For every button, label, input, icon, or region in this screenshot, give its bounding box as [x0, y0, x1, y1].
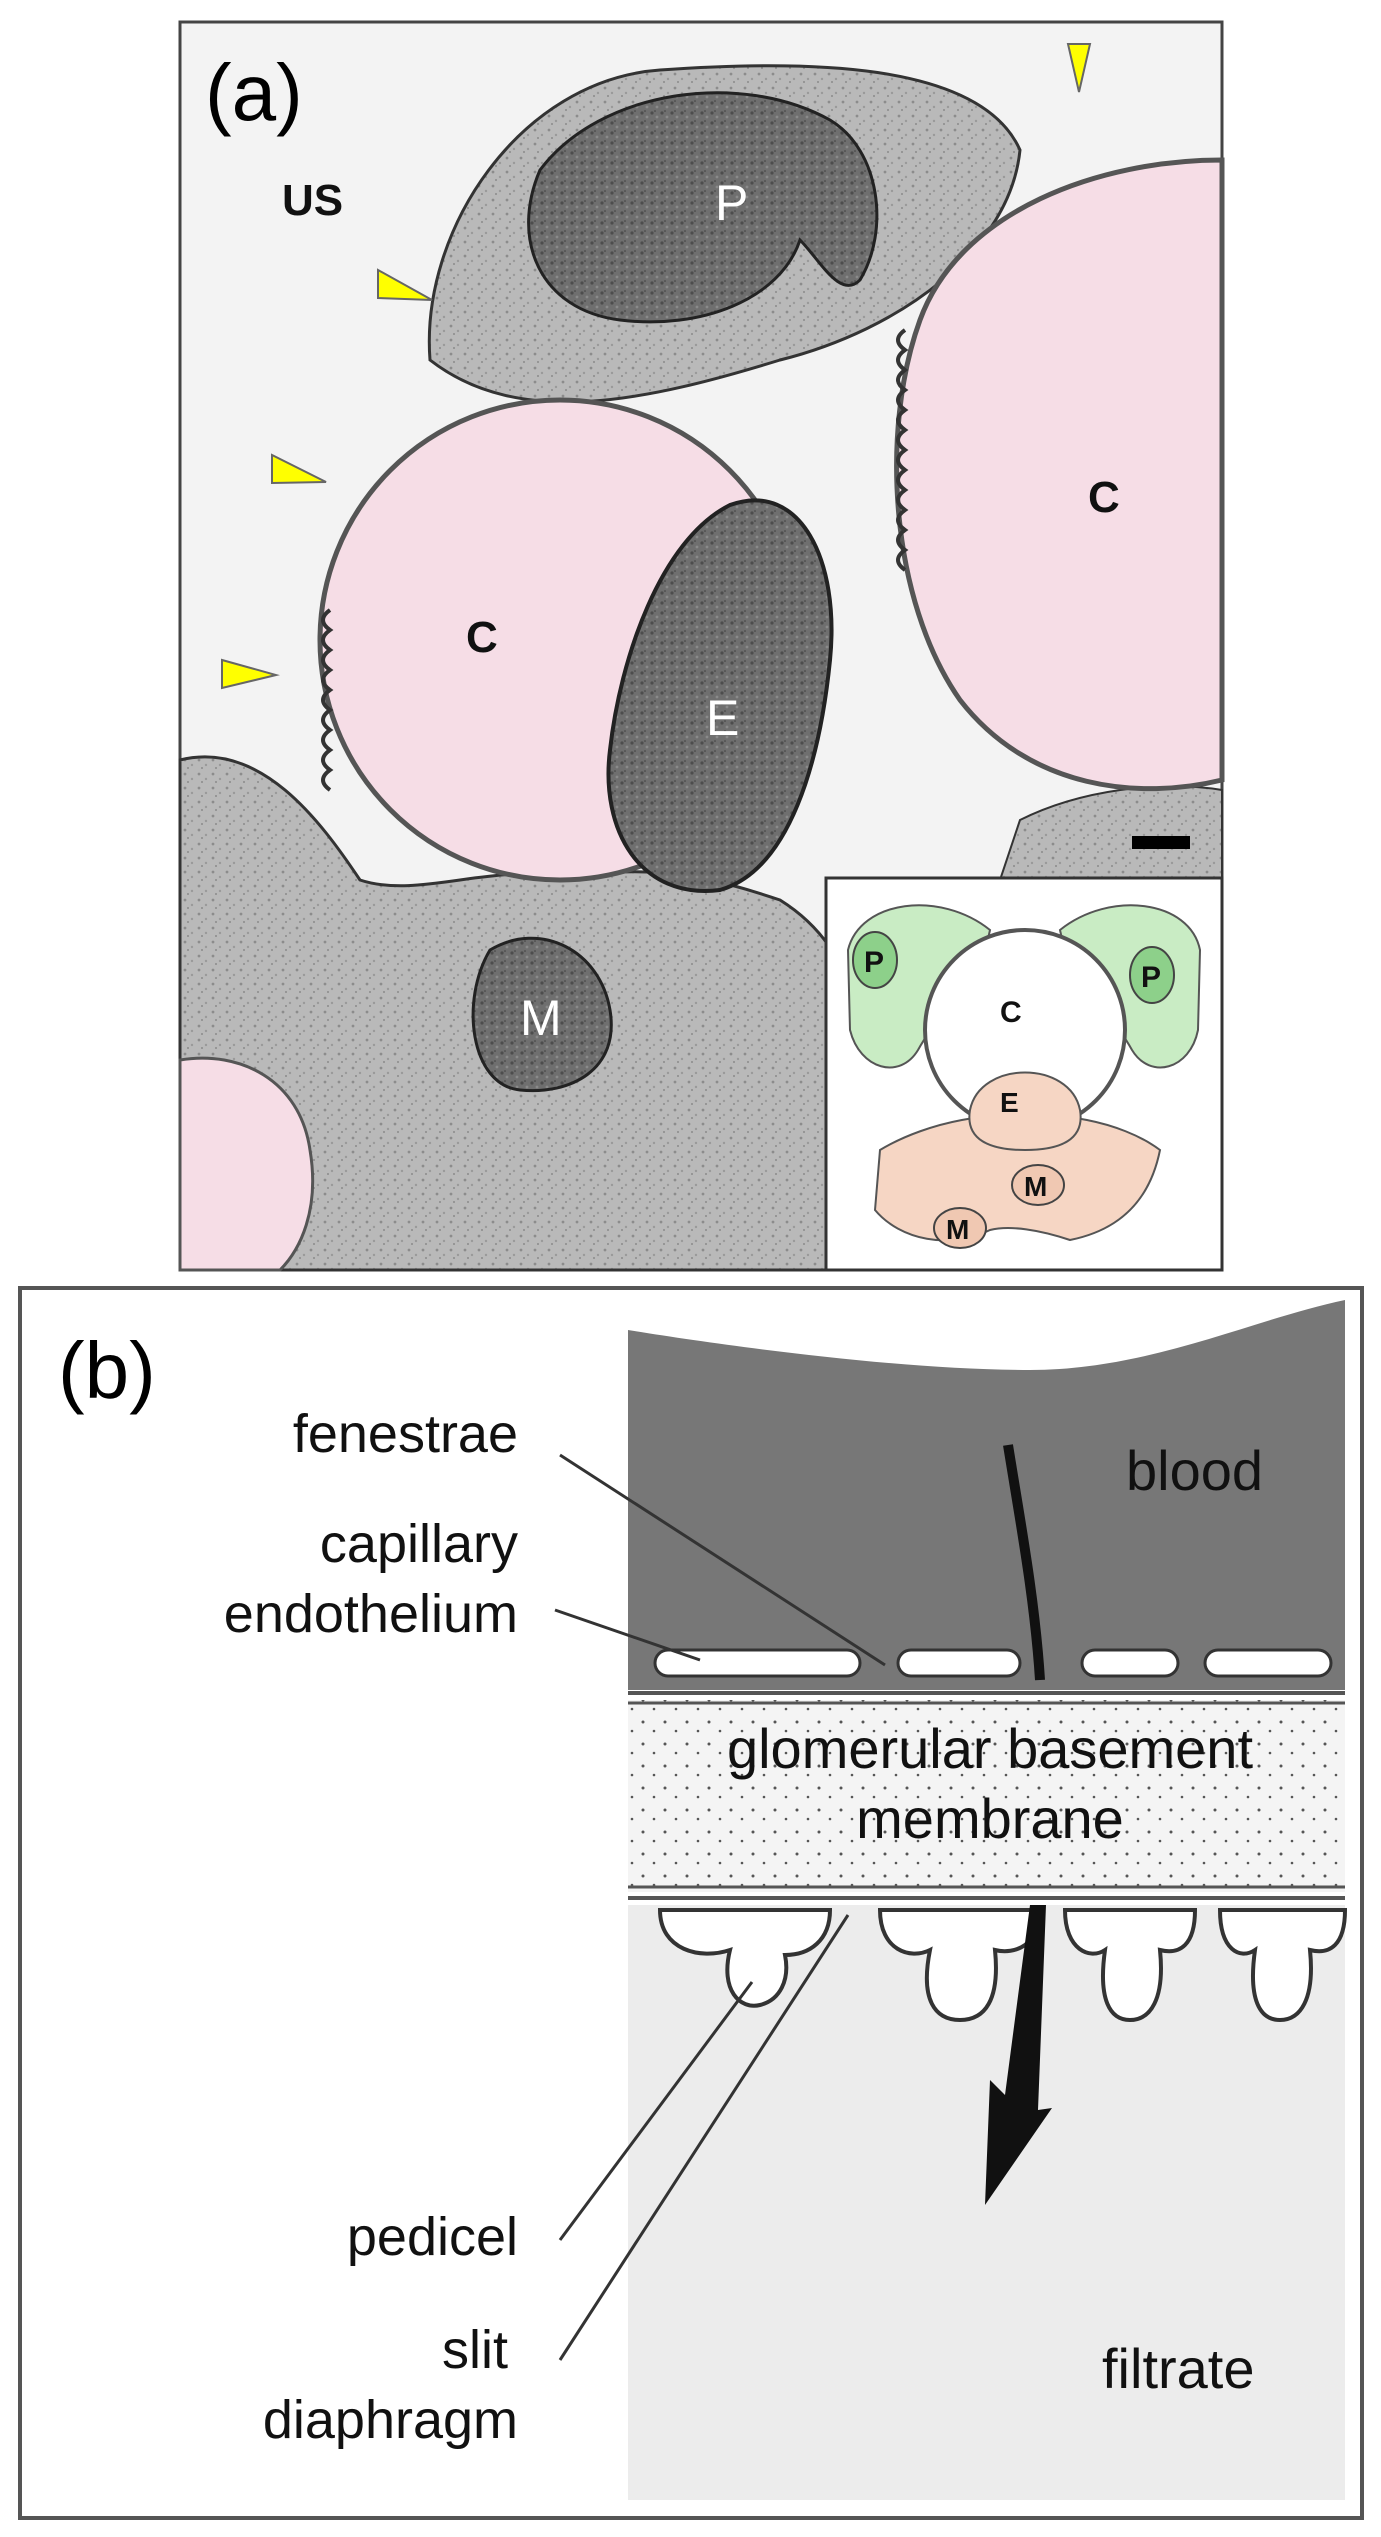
pedicel-4: [1217, 1908, 1348, 2023]
label-pedicel: pedicel: [347, 2207, 518, 2267]
fenestra-4: [1203, 1648, 1333, 1678]
arrowhead-4: [221, 658, 280, 690]
panel-b: (b) fenestrae capillary endothelium bloo…: [18, 1286, 1364, 2520]
podocyte-nucleus: [527, 91, 879, 324]
inset-label-m-left: M: [946, 1214, 969, 1245]
filtration-path-line: [1003, 1444, 1045, 1681]
arrowhead-3: [271, 453, 327, 485]
label-podocyte: P: [715, 175, 748, 231]
leader-fenestrae: [559, 1453, 886, 1667]
inset-schematic: P P C E M M: [824, 876, 1224, 1272]
label-capillary-line2: endothelium: [224, 1584, 518, 1644]
leader-pedicel: [558, 1981, 754, 2241]
foot-processes: [896, 328, 909, 572]
panel-a: (a) US P C C E M P P C E M M: [178, 20, 1225, 1272]
basement-membrane: [628, 1700, 1345, 1892]
arrowhead-1: [1066, 43, 1092, 93]
inset-nucleus-p-left: [852, 931, 898, 989]
endothelial-nucleus: [606, 498, 834, 893]
filtration-arrow: [985, 1905, 1052, 2205]
label-gbm-line2: membrane: [856, 1787, 1124, 1850]
leader-capillary: [554, 1608, 701, 1662]
mesangial-nucleus: [471, 936, 613, 1093]
inset-label-p-right: P: [1141, 961, 1161, 994]
inset-nucleus-p-right: [1129, 946, 1175, 1004]
inset-endothelial: [968, 1071, 1082, 1152]
leader-slit: [558, 1914, 850, 2361]
label-slit-line2: diaphragm: [263, 2390, 518, 2450]
label-us: US: [282, 176, 343, 225]
fenestra-1: [653, 1648, 862, 1678]
label-filtrate: filtrate: [1102, 2337, 1255, 2400]
foot-processes-left: [321, 608, 334, 792]
label-blood: blood: [1126, 1439, 1263, 1502]
pedicel-2: [877, 1908, 1043, 2023]
label-mesangial: M: [520, 990, 562, 1046]
label-capillary-right: C: [1088, 473, 1120, 522]
label-gbm-line1: glomerular basement: [727, 1717, 1253, 1780]
inset-nucleus-m-right: [1011, 1164, 1065, 1206]
label-slit-line1: slit: [442, 2320, 508, 2380]
inset-label-m-right: M: [1024, 1171, 1047, 1202]
label-endothelial: E: [706, 690, 739, 746]
fenestra-3: [1080, 1648, 1180, 1678]
inset-nucleus-m-left: [933, 1207, 987, 1249]
label-capillary-left: C: [466, 613, 498, 662]
arrowhead-2: [377, 268, 433, 301]
pedicel-3: [1062, 1908, 1198, 2023]
inset-label-e: E: [1000, 1087, 1019, 1118]
panel-a-letter: (a): [205, 48, 303, 137]
inset-label-c: C: [1000, 996, 1022, 1029]
scale-bar: [1132, 836, 1190, 849]
pedicel-1: [657, 1908, 833, 2008]
inset-label-p-left: P: [864, 946, 884, 979]
blood-region: [628, 1300, 1345, 1690]
panel-b-letter: (b): [58, 1326, 156, 1415]
label-fenestrae: fenestrae: [293, 1404, 518, 1464]
label-capillary-line1: capillary: [320, 1514, 518, 1574]
fenestra-2: [896, 1648, 1022, 1678]
capillary-lumen-bottom-left: [178, 1056, 315, 1272]
